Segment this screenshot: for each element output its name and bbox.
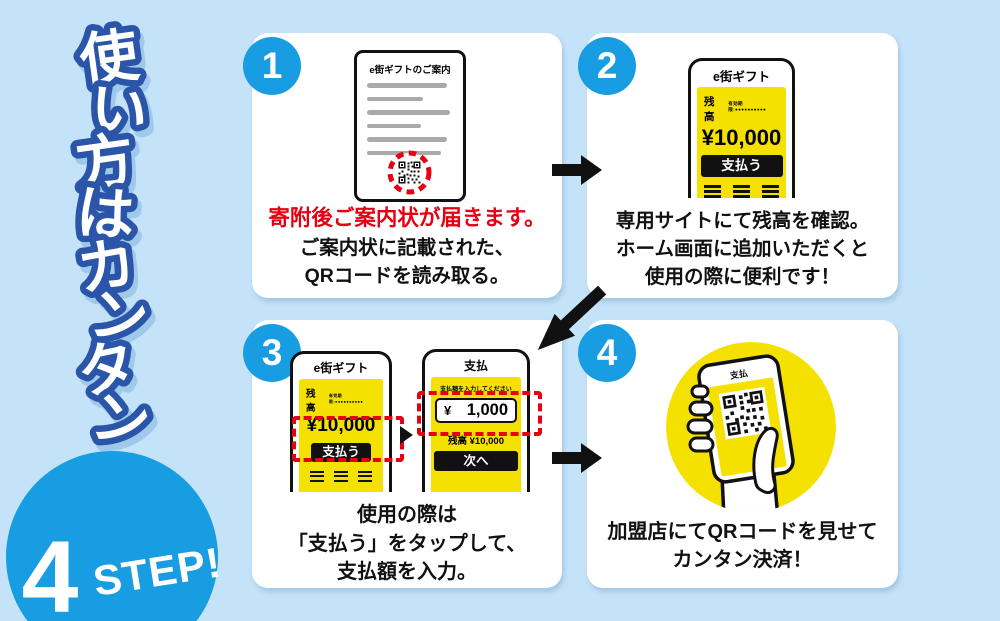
qr-code-icon: [387, 150, 432, 195]
balance-screen-phone: e街ギフト 残高 有効期限:●●●●●●●●●● ¥10,000 支払う: [688, 58, 795, 198]
thumb: [752, 426, 779, 494]
amount-input[interactable]: ¥ 1,000: [435, 398, 517, 423]
step-panel-4: 4 支払 加盟店にてQRコードを見せて: [578, 320, 898, 588]
guide-letter-illustration: e街ギフトのご案内: [354, 50, 466, 202]
balance-row: 残高 有効期限:●●●●●●●●●●: [306, 386, 376, 414]
step-panel-1: 1 e街ギフトのご案内 寄附後ご案内状が届きます。 ご案内状に記載された、 QR…: [243, 33, 562, 298]
amount-prompt: 支払額を入力してください: [440, 387, 512, 393]
caption-line: 加盟店にてQRコードを見せて: [607, 521, 878, 543]
hand-holding-phone-illustration: 支払: [666, 342, 836, 512]
caption-line: 使用の際は: [357, 504, 457, 526]
balance-row: 残高 有効期限:●●●●●●●●●●: [704, 94, 779, 124]
arrow-step3-to-step4-icon: [552, 443, 602, 473]
input-highlight-box: [417, 391, 542, 436]
pay-button[interactable]: 支払う: [311, 443, 371, 462]
text-line-placeholder: [367, 150, 441, 155]
app-title: 支払: [463, 359, 488, 373]
badge-number: 4: [22, 520, 79, 621]
menu-icon: [733, 185, 750, 198]
currency-symbol: ¥: [444, 403, 452, 418]
step-panel-2: 2 e街ギフト 残高 有効期限:●●●●●●●●●● ¥10,000 支払う 専…: [578, 33, 898, 298]
balance-note: 残高 ¥10,000: [448, 436, 504, 447]
step-count-badge: 4 STEP!: [6, 451, 225, 621]
tap-highlight-box: [292, 416, 404, 462]
phone: 支払: [697, 354, 795, 484]
step-caption: 使用の際は 「支払う」をタップして、 支払額を入力。: [252, 501, 562, 587]
finger: [688, 436, 715, 453]
step-caption: 加盟店にてQRコードを見せて カンタン決済！: [587, 518, 898, 574]
phone-screen: 残高 有効期限:●●●●●●●●●● ¥10,000 支払う: [299, 379, 383, 492]
menu-icon: [358, 471, 372, 482]
text-line-placeholder: [367, 123, 421, 128]
caption-line: ホーム画面に追加いただくと: [616, 238, 869, 260]
caption-line: 「支払う」をタップして、: [287, 532, 527, 555]
caption-highlight: 寄附後ご案内状が届きます。: [268, 206, 546, 230]
arrow-step1-to-step2-icon: [552, 155, 602, 185]
expiry-text: 有効期限:●●●●●●●●●●: [728, 101, 767, 112]
letter-title: e街ギフトのご案内: [369, 65, 451, 76]
title-char: ン: [86, 384, 154, 458]
badge-circle: [6, 451, 218, 621]
expiry-text: 有効期限:●●●●●●●●●●: [328, 393, 364, 404]
title-char: は: [74, 180, 136, 249]
balance-label: 残高: [306, 389, 316, 414]
finger: [690, 384, 710, 399]
step-panel-3: 3 e街ギフト 残高 有効期限:●●●●●●●●●● ¥10,000 支払う 支…: [243, 320, 562, 588]
menu-row: [697, 185, 786, 198]
caption-line: QRコードを読み取る。: [304, 265, 510, 287]
title-char: い: [87, 75, 151, 146]
menu-icon: [704, 185, 721, 198]
amount-value: 1,000: [466, 401, 508, 419]
step-number-badge: 4: [578, 324, 636, 382]
caption-line: 専用サイトにて残高を確認。: [615, 210, 870, 232]
step-number-badge: 2: [578, 37, 636, 95]
text-line-placeholder: [367, 83, 447, 88]
step-number-badge: 3: [243, 324, 301, 382]
app-title: e街ギフト: [713, 70, 770, 84]
caption-line: 支払額を入力。: [337, 561, 477, 583]
text-line-placeholder: [367, 110, 450, 115]
next-button[interactable]: 次へ: [434, 451, 518, 471]
balance-value: ¥10,000: [306, 415, 376, 436]
app-title: e街ギフト: [313, 361, 369, 375]
pay-button[interactable]: 支払う: [700, 155, 783, 177]
menu-icon: [334, 471, 348, 482]
step-number-badge: 1: [243, 37, 301, 95]
menu-icon: [762, 185, 779, 198]
vertical-title: 使 い 方 は カ ン タ ン: [65, 16, 161, 465]
balance-value: ¥10,000: [701, 125, 782, 150]
step-caption: 寄附後ご案内状が届きます。 ご案内状に記載された、 QRコードを読み取る。: [252, 203, 562, 290]
menu-icon: [310, 471, 324, 482]
next-step-triangle-icon: [400, 426, 413, 444]
app-title: 支払: [728, 367, 749, 381]
text-line-placeholder: [367, 137, 447, 142]
red-dashed-circle: [387, 150, 432, 195]
arrow-step2-to-step3-icon: [537, 285, 607, 351]
menu-row: [299, 471, 383, 482]
balance-label: 残高: [704, 96, 715, 123]
caption-line: 使用の際に便利です！: [644, 266, 840, 288]
text-line-placeholder: [367, 96, 423, 101]
phone-screen: 残高 有効期限:●●●●●●●●●● ¥10,000 支払う: [697, 87, 786, 198]
finger: [686, 418, 714, 435]
caption-line: カンタン決済！: [672, 549, 813, 571]
headline-art: 4 STEP! 使 い 方 は カ ン タ ン: [6, 16, 225, 621]
finger: [688, 400, 714, 417]
caption-line: ご案内状に記載された、: [299, 237, 515, 259]
step-caption: 専用サイトにて残高を確認。 ホーム画面に追加いただくと 使用の際に便利です！: [587, 207, 898, 291]
balance-screen-phone: e街ギフト 残高 有効期限:●●●●●●●●●● ¥10,000 支払う: [290, 351, 392, 492]
